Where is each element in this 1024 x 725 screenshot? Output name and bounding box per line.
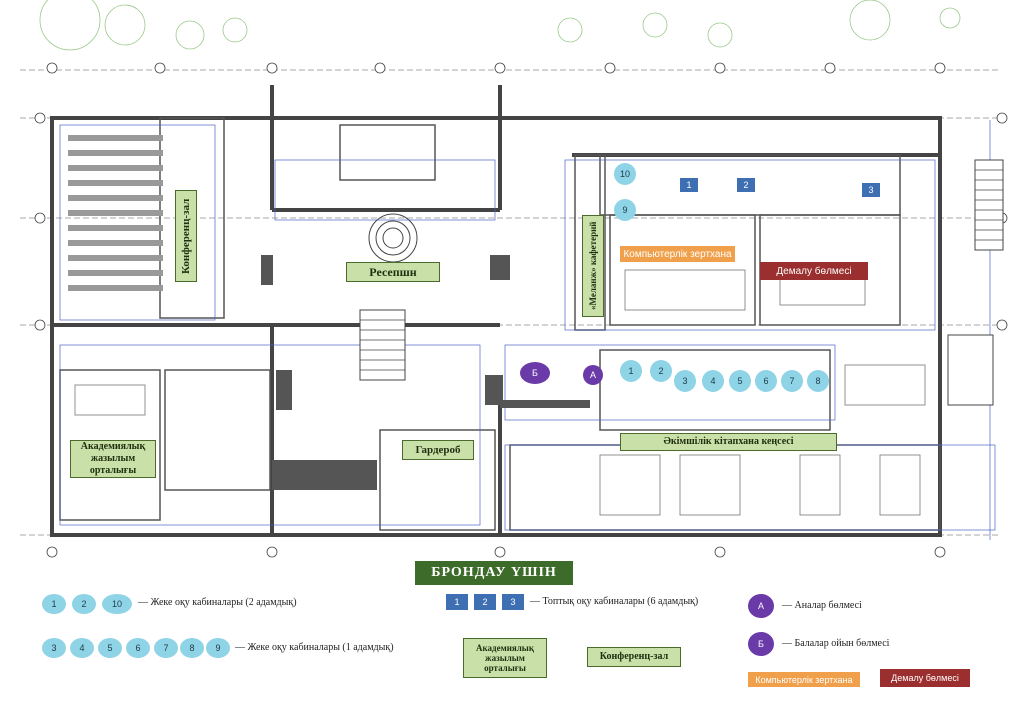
- conference-hall-label: Конференц-зал: [175, 190, 197, 282]
- trees: [39, 0, 961, 51]
- legend-individual-2-text: — Жеке оқу кабиналары (2 адамдық): [138, 597, 297, 608]
- legend-cabin-8: 8: [180, 638, 204, 658]
- reception-label: Ресепшн: [346, 262, 440, 282]
- cabin-marker-5[interactable]: 5: [729, 370, 751, 392]
- column-markers: [34, 62, 1008, 558]
- legend-mothers-marker: А: [748, 594, 774, 618]
- cabin-marker-8[interactable]: 8: [807, 370, 829, 392]
- legend-computer-lab: Компьютерлік зертхана: [748, 672, 860, 687]
- legend-cabin-7: 7: [154, 638, 178, 658]
- legend-group-2: 2: [474, 594, 496, 610]
- legend-cabin-9: 9: [206, 638, 230, 658]
- cabin-marker-10[interactable]: 10: [614, 163, 636, 185]
- legend-group-text: — Топтық оқу кабиналары (6 адамдық): [530, 596, 699, 607]
- library-office-label: Әкімшілік кітапхана кеңсесі: [620, 433, 837, 451]
- legend-group-1: 1: [446, 594, 468, 610]
- floor-plan-drawing: [20, 0, 1008, 558]
- legend-individual-1-text: — Жеке оқу кабиналары (1 адамдық): [235, 642, 394, 653]
- wardrobe-label: Гардероб: [402, 440, 474, 460]
- legend-conference: Конференц-зал: [587, 647, 681, 667]
- legend-rest-room: Демалу бөлмесі: [880, 669, 970, 687]
- conference-seating: [68, 135, 163, 291]
- legend-cabin-1: 1: [42, 594, 66, 614]
- rest-room-label: Демалу бөлмесі: [760, 262, 868, 280]
- academic-writing-line-2: жазылым: [90, 453, 136, 464]
- cabin-marker-7[interactable]: 7: [781, 370, 803, 392]
- legend-academic-line-1: Академиялық: [475, 643, 535, 653]
- cabin-marker-4[interactable]: 4: [702, 370, 724, 392]
- reception-desk: [368, 213, 418, 263]
- legend-academic-writing: Академиялық жазылым орталығы: [463, 638, 547, 678]
- computer-lab-label: Компьютерлік зертхана: [620, 246, 735, 262]
- academic-writing-line-1: Академиялық: [80, 441, 146, 452]
- stairs: [359, 159, 1004, 406]
- group-cabin-marker-1[interactable]: 1: [680, 178, 698, 192]
- legend-cabin-5: 5: [98, 638, 122, 658]
- mothers-room-marker[interactable]: А: [583, 365, 603, 385]
- academic-writing-label: Академиялық жазылым орталығы: [70, 440, 156, 478]
- legend-cabin-3: 3: [42, 638, 66, 658]
- legend-cabin-4: 4: [70, 638, 94, 658]
- group-cabin-marker-3[interactable]: 3: [862, 183, 880, 197]
- group-cabin-marker-2[interactable]: 2: [737, 178, 755, 192]
- legend-cabin-6: 6: [126, 638, 150, 658]
- academic-writing-line-3: орталығы: [89, 465, 137, 476]
- cabin-marker-9[interactable]: 9: [614, 199, 636, 221]
- legend-title: БРОНДАУ ҮШІН: [415, 561, 573, 585]
- legend-academic-line-2: жазылым: [485, 653, 525, 663]
- cabin-marker-1[interactable]: 1: [620, 360, 642, 382]
- walls: [50, 85, 942, 537]
- legend-cabin-10: 10: [102, 594, 132, 614]
- blocks: [261, 255, 590, 490]
- kids-room-marker[interactable]: Б: [520, 362, 550, 384]
- legend-kids-marker: Б: [748, 632, 774, 656]
- legend-academic-line-3: орталығы: [484, 663, 526, 673]
- cabin-marker-3[interactable]: 3: [674, 370, 696, 392]
- dimension-lines: [59, 120, 996, 540]
- cabin-marker-6[interactable]: 6: [755, 370, 777, 392]
- legend-kids-text: — Балалар ойын бөлмесі: [782, 638, 890, 649]
- legend-mothers-text: — Аналар бөлмесі: [782, 600, 862, 611]
- cafe-label: «Меланж» кафетерий: [582, 215, 604, 317]
- legend-cabin-2: 2: [72, 594, 96, 614]
- legend-group-3: 3: [502, 594, 524, 610]
- cabin-marker-2[interactable]: 2: [650, 360, 672, 382]
